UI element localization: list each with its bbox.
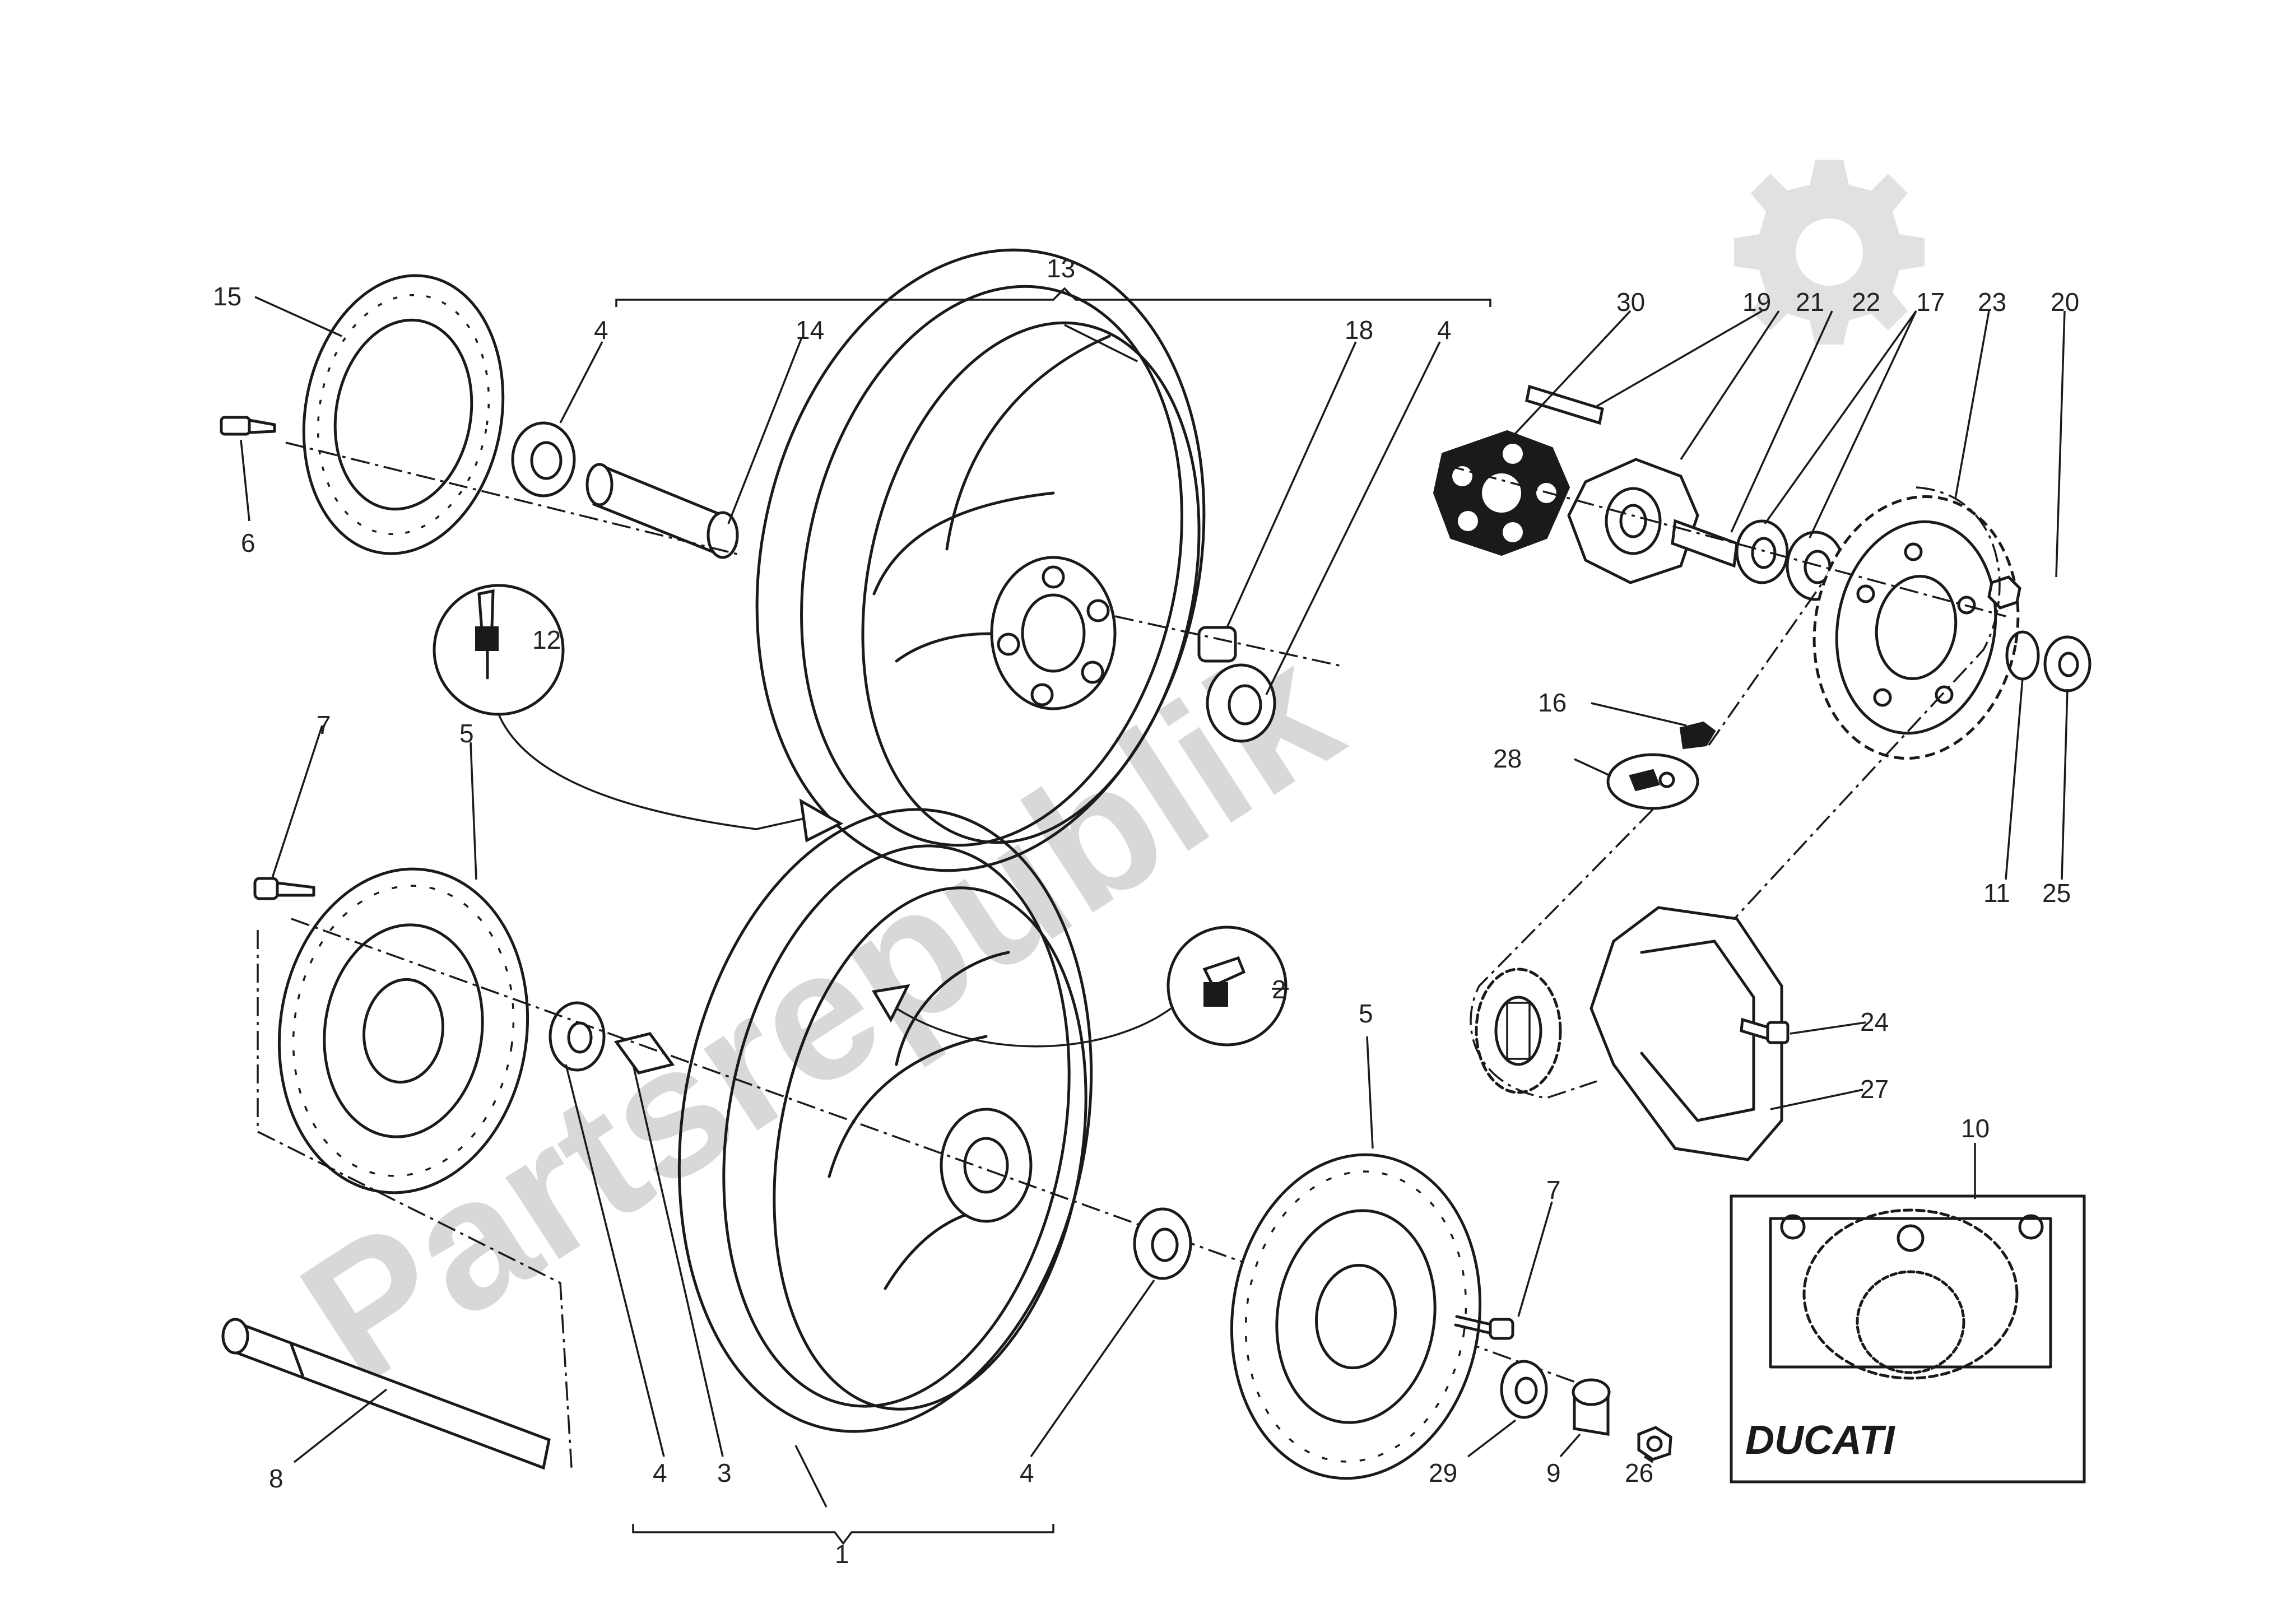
front-bearing-right: [1133, 1207, 1192, 1280]
rear-sprocket: [1812, 495, 2020, 760]
chain-link: [1679, 721, 1716, 750]
watermark-gear-icon: [1734, 160, 1925, 345]
callout-20: 20: [2051, 287, 2079, 317]
callout-4: 4: [653, 1458, 667, 1487]
front-axle: [221, 1318, 551, 1470]
callout-3: 3: [717, 1458, 732, 1487]
sprocket-nut: [1987, 575, 2021, 610]
cover-bolt: [1740, 1017, 1790, 1044]
callout-10: 10: [1961, 1114, 1990, 1143]
callout-14: 14: [796, 315, 824, 345]
front-disc-bolt-right: [1454, 1315, 1514, 1340]
front-axle-guide-line: [257, 930, 573, 1468]
front-brake-disc-left: [277, 867, 529, 1194]
callout-1: 1: [835, 1540, 849, 1569]
callout-29: 29: [1429, 1458, 1457, 1487]
rear-valve-arrow: [498, 714, 807, 830]
rear-spacer-right: [1197, 626, 1237, 663]
callout-24: 24: [1860, 1007, 1889, 1036]
callout-13: 13: [1047, 254, 1075, 283]
callout-4: 4: [1020, 1458, 1034, 1487]
callout-8: 8: [269, 1464, 283, 1493]
callout-11: 11: [1983, 878, 2010, 908]
callout-4: 4: [594, 315, 608, 345]
rear-axis-left-line: [285, 441, 740, 556]
callout-5: 5: [459, 719, 474, 748]
front-wheel-hub: [940, 1108, 1033, 1223]
callout-17: 17: [1916, 287, 1945, 317]
callout-28: 28: [1493, 744, 1522, 773]
front-valve-arrowhead: [871, 984, 910, 1023]
callout-26: 26: [1625, 1458, 1653, 1487]
leader-lines: [240, 296, 2069, 1508]
callout-15: 15: [213, 282, 241, 311]
decal-brand-text: DUCATI: [1745, 1418, 1896, 1463]
rear-wheel-hub: [990, 556, 1117, 710]
cush-drive-plate: [1433, 430, 1570, 556]
rear-axis-right-line: [1114, 615, 1345, 668]
front-sprocket: [1475, 968, 1562, 1094]
sprocket-cover: [1589, 906, 1783, 1161]
callout-30: 30: [1616, 287, 1645, 317]
callout-19: 19: [1742, 287, 1771, 317]
callout-27: 27: [1860, 1075, 1889, 1104]
callout-25: 25: [2042, 878, 2071, 908]
front-wheel-rim: [677, 808, 1093, 1433]
flange-axis-line: [1445, 464, 2006, 617]
chain-clip-callout: [1606, 753, 1699, 810]
front-wheel-bracket: [632, 1524, 1054, 1545]
front-disc-bolt-left: [253, 877, 315, 900]
front-bearing-left: [549, 1001, 606, 1072]
front-axis-line: [291, 918, 1581, 1385]
rear-spacer-tube: [585, 463, 739, 559]
front-axle-nut: [1637, 1426, 1672, 1461]
callout-6: 6: [241, 528, 255, 557]
callout-9: 9: [1546, 1458, 1561, 1487]
front-axle-spacer: [1572, 1378, 1611, 1436]
callout-2: 2: [1272, 975, 1286, 1004]
rear-valve-arrowhead: [799, 798, 844, 843]
rear-brake-disc: [302, 274, 505, 555]
rear-wheel-bracket: [615, 287, 1491, 307]
front-brake-disc-right: [1230, 1153, 1482, 1480]
rear-wheel-rim: [755, 248, 1206, 872]
callout-21: 21: [1796, 287, 1824, 317]
callout-18: 18: [1345, 315, 1373, 345]
ducati-decal: DUCATI: [1730, 1194, 2086, 1484]
front-valve-arrow: [885, 1002, 1172, 1048]
callout-22: 22: [1852, 287, 1880, 317]
rear-bearing-left: [511, 421, 576, 497]
callout-4: 4: [1437, 315, 1452, 345]
callout-12: 12: [532, 625, 561, 654]
callout-23: 23: [1978, 287, 2006, 317]
rear-disc-bolt: [220, 416, 276, 436]
washer-25: [2043, 635, 2092, 692]
stud-19: [1525, 384, 1604, 425]
sprocket-flange: [1567, 458, 1699, 584]
callout-7: 7: [317, 710, 331, 740]
front-spacer: [613, 1032, 675, 1075]
flange-shaft-spacer: [1671, 519, 1739, 568]
callout-7: 7: [1546, 1175, 1561, 1205]
front-valve-callout: [1166, 926, 1288, 1047]
callout-labels: 13 15 6 4 14 18 4 30 19 21 22 17 23 20 1…: [213, 254, 2079, 1569]
front-washer: [1500, 1360, 1548, 1419]
rear-bearing-right: [1206, 663, 1276, 743]
callout-5: 5: [1359, 999, 1373, 1028]
callout-16: 16: [1538, 688, 1567, 717]
rear-valve-callout: [433, 584, 565, 716]
